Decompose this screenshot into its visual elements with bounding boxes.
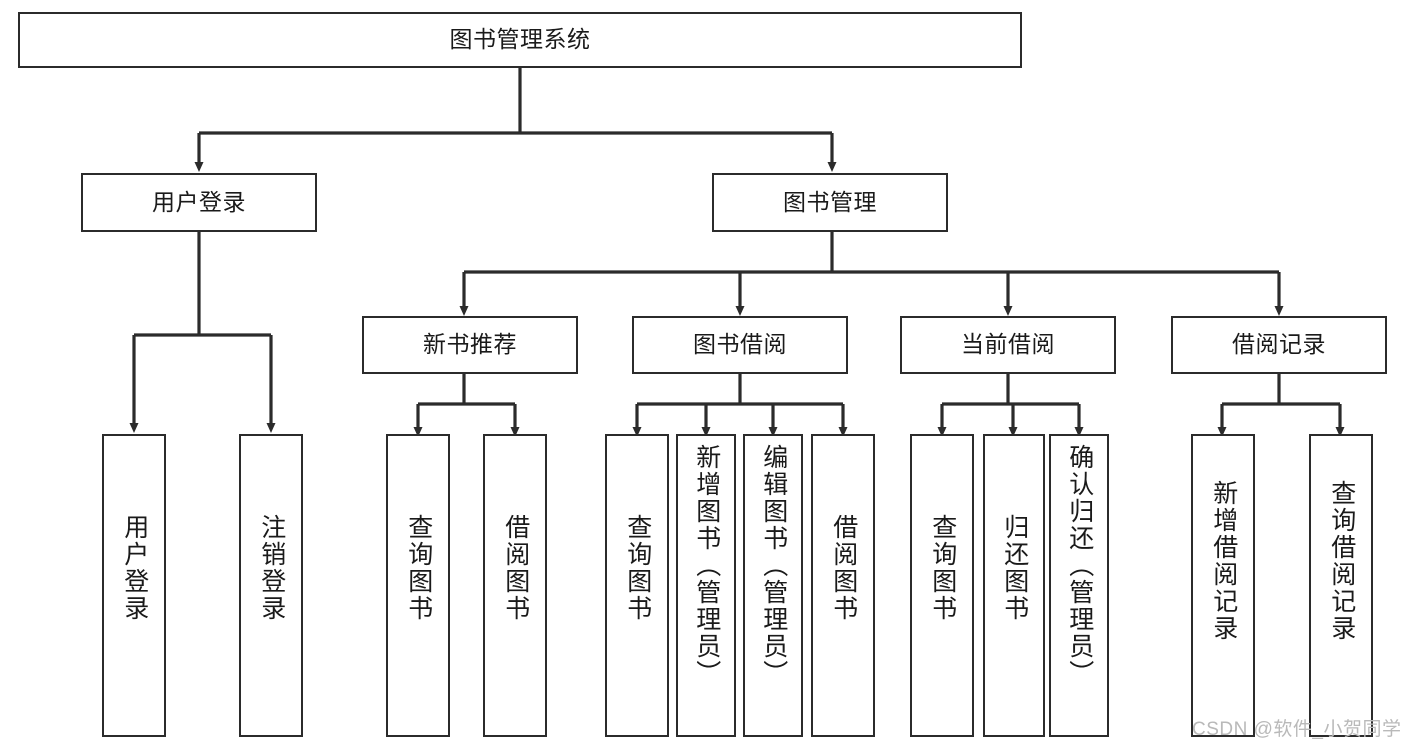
leaf-query-book-new-rec[interactable]: 查询图书	[386, 434, 450, 737]
node-root-book-management-system[interactable]: 图书管理系统	[18, 12, 1022, 68]
leaf-query-borrow-record[interactable]: 查询借阅记录	[1309, 434, 1373, 737]
node-label: 借阅图书	[501, 514, 530, 622]
node-label: 用户登录	[152, 188, 246, 215]
node-new-book-recommendation[interactable]: 新书推荐	[362, 316, 578, 374]
leaf-confirm-return-admin[interactable]: 确认归还（管理员）	[1049, 434, 1109, 737]
node-label: 新书推荐	[423, 331, 517, 358]
leaf-query-book-current[interactable]: 查询图书	[910, 434, 974, 737]
node-book-management[interactable]: 图书管理	[712, 173, 948, 232]
node-label: 查询图书	[623, 514, 652, 622]
node-label: 用户登录	[120, 514, 149, 622]
node-user-login[interactable]: 用户登录	[81, 173, 317, 232]
node-label: 图书管理	[783, 188, 877, 215]
leaf-edit-book-admin[interactable]: 编辑图书（管理员）	[743, 434, 803, 737]
node-label: 当前借阅	[961, 331, 1055, 358]
node-label: 图书管理系统	[449, 26, 591, 53]
node-label: 确认归还（管理员）	[1065, 444, 1094, 687]
leaf-logout[interactable]: 注销登录	[239, 434, 303, 737]
node-label: 借阅图书	[829, 514, 858, 622]
node-label: 新增借阅记录	[1209, 480, 1238, 642]
leaf-user-login[interactable]: 用户登录	[102, 434, 166, 737]
leaf-query-book-borrowing[interactable]: 查询图书	[605, 434, 669, 737]
leaf-borrow-book-new-rec[interactable]: 借阅图书	[483, 434, 547, 737]
node-book-borrowing[interactable]: 图书借阅	[632, 316, 848, 374]
node-label: 新增图书（管理员）	[692, 444, 721, 687]
leaf-add-book-admin[interactable]: 新增图书（管理员）	[676, 434, 736, 737]
node-label: 借阅记录	[1232, 331, 1326, 358]
node-label: 查询图书	[928, 514, 957, 622]
node-label: 注销登录	[257, 514, 286, 622]
leaf-add-borrow-record[interactable]: 新增借阅记录	[1191, 434, 1255, 737]
leaf-borrow-book-borrowing[interactable]: 借阅图书	[811, 434, 875, 737]
leaf-return-book[interactable]: 归还图书	[983, 434, 1045, 737]
node-current-borrowing[interactable]: 当前借阅	[900, 316, 1116, 374]
node-label: 编辑图书（管理员）	[759, 444, 788, 687]
node-label: 查询图书	[404, 514, 433, 622]
node-borrowing-record[interactable]: 借阅记录	[1171, 316, 1387, 374]
node-label: 图书借阅	[693, 331, 787, 358]
node-label: 查询借阅记录	[1327, 480, 1356, 642]
node-label: 归还图书	[1000, 514, 1029, 622]
